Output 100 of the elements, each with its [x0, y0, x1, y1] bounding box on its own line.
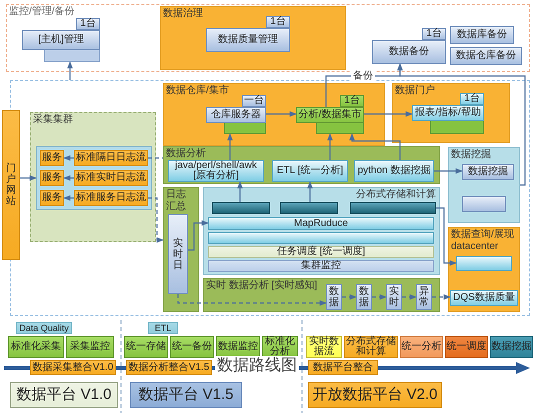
- process-box: DQS数据质量: [450, 290, 518, 306]
- feature-box: 数据监控: [216, 336, 260, 358]
- vertical-box: 数据: [356, 284, 372, 310]
- process-box: 数据库备份: [450, 26, 514, 44]
- arrow: [148, 197, 164, 243]
- arrow: [188, 220, 209, 251]
- group-title: 数据仓库/集市: [166, 85, 229, 97]
- arrow: [397, 63, 526, 186]
- arrow: [63, 155, 74, 161]
- arrow: [372, 294, 387, 300]
- feature-box: 实时数据流: [306, 336, 342, 358]
- edge-label: 备份: [351, 70, 375, 82]
- process-box: 数据质量管理: [206, 28, 290, 52]
- process-box: 数据挖掘: [462, 164, 514, 180]
- platform-box: 数据平台 V1.5: [130, 382, 242, 408]
- section-panel: [163, 187, 199, 312]
- feature-box: 统一调度: [445, 336, 488, 358]
- arrow: [266, 111, 297, 117]
- section-panel: [448, 147, 520, 223]
- section-panel: [163, 146, 440, 184]
- milestone-box: 数据平台整合: [308, 360, 378, 375]
- process-box: 标准实时日志流: [74, 170, 148, 186]
- process-box: 标准隔日日志流: [74, 150, 148, 166]
- count-tag: 1台: [266, 16, 290, 28]
- section-panel: [30, 112, 156, 242]
- process-box: [280, 202, 338, 214]
- feature-box: 统一备份: [170, 336, 214, 358]
- count-tag: 1台: [422, 28, 446, 40]
- milestone-box: 数据采集整合V1.0: [30, 360, 116, 375]
- group-title: 数据查询/展现 datacenter: [451, 229, 515, 253]
- section-panel: [163, 83, 385, 146]
- dashed-region: [6, 4, 530, 72]
- arrow: [177, 294, 327, 306]
- process-box: [350, 202, 436, 214]
- process-box: java/perl/shell/awk [原有分析]: [168, 160, 264, 182]
- group-title: 数据治理: [163, 8, 203, 20]
- count-tag: 1台: [340, 95, 364, 107]
- vertical-box: 异常: [416, 284, 432, 310]
- section-panel: [160, 6, 346, 70]
- group-title: 分布式存储和计算: [356, 189, 436, 201]
- section-panel: [448, 227, 520, 312]
- arrow: [307, 181, 313, 202]
- arrow: [63, 175, 74, 181]
- count-tag: 一台: [242, 95, 266, 107]
- arrow: [63, 195, 74, 201]
- process-box: 数据仓库备份: [450, 47, 522, 65]
- service-panel: [36, 146, 152, 210]
- arrow: [364, 111, 413, 117]
- connector-line: [148, 157, 163, 159]
- group-title: 数据分析: [166, 148, 206, 160]
- vertical-box: 实时日: [168, 214, 188, 294]
- feature-box: 数据挖掘: [490, 336, 533, 358]
- arrow: [237, 181, 243, 202]
- category-tag: Data Quality: [16, 322, 72, 334]
- process-box: 任务调度 [统一调度]: [208, 246, 434, 258]
- process-box: 服务: [40, 190, 64, 206]
- vertical-box: 门户网站: [2, 110, 20, 260]
- section-panel: [203, 187, 440, 275]
- process-box: [456, 256, 512, 271]
- arrow: [402, 294, 417, 300]
- arrow: [434, 168, 463, 174]
- count-tag: 1台: [76, 18, 100, 30]
- group-title: 监控/管理/备份: [9, 6, 75, 18]
- group-title: 实时 数据分析 [实时感知]: [206, 280, 318, 292]
- arrow: [342, 294, 357, 300]
- group-title: 日志汇总: [166, 189, 187, 213]
- process-box: MapRuduce: [208, 217, 434, 230]
- process-box: 数据备份: [372, 40, 446, 64]
- process-box: 服务: [40, 150, 64, 166]
- feature-box: 统一存储: [124, 336, 168, 358]
- process-box: python 数据挖掘: [354, 160, 434, 182]
- arrow: [327, 133, 333, 160]
- feature-box: 标准化分析: [262, 336, 298, 358]
- section-panel: [203, 278, 440, 312]
- category-tag: ETL: [148, 322, 178, 334]
- group-title: 采集集群: [33, 114, 73, 126]
- milestone-box: 数据分析整合V1.5: [126, 360, 212, 375]
- vertical-box: 实时: [386, 284, 402, 310]
- feature-box: 统一分析: [400, 336, 443, 358]
- arrow: [349, 133, 401, 160]
- arrow: [436, 207, 457, 266]
- arrow: [432, 294, 451, 300]
- section-panel: [392, 83, 510, 143]
- process-box: [208, 232, 434, 244]
- arrow: [67, 61, 73, 80]
- vertical-box: 数据: [326, 284, 342, 310]
- count-tag: 1台: [460, 93, 484, 105]
- process-box: ETL [统一分析]: [272, 160, 348, 182]
- arrow: [227, 133, 233, 160]
- process-box: [212, 202, 270, 214]
- feature-box: 采集监控: [66, 336, 114, 358]
- feature-box: 标准化采集: [8, 336, 64, 358]
- process-box: 服务: [40, 170, 64, 186]
- process-box: 标准服务日志流: [74, 190, 148, 206]
- process-box: 集群监控: [208, 260, 434, 272]
- group-title: 数据门户: [395, 85, 435, 97]
- arrow: [20, 175, 37, 181]
- feature-box: 分布式存储和计算: [344, 336, 398, 358]
- group-title: 数据挖掘: [451, 149, 491, 161]
- platform-box: 开放数据平台 V2.0: [308, 382, 442, 408]
